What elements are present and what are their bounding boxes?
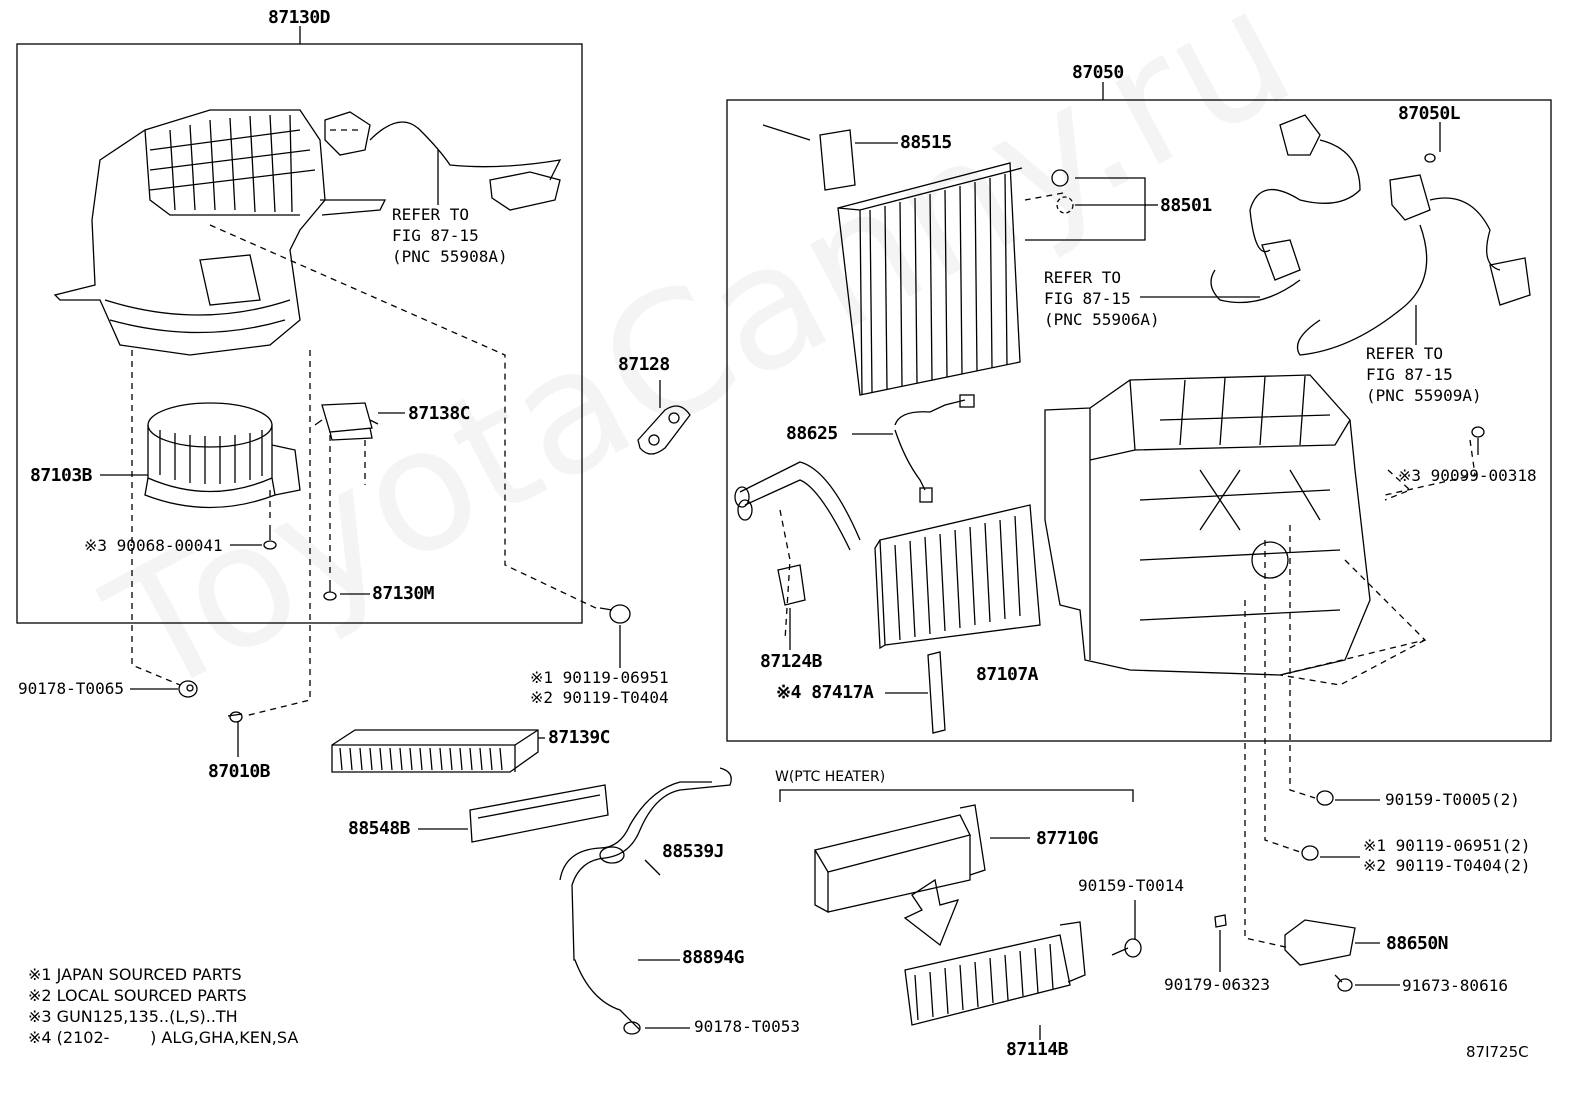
footnotes: ※1 JAPAN SOURCED PARTS ※2 LOCAL SOURCED …	[28, 964, 298, 1048]
label-90119-T0404: ※2 90119-T0404	[530, 688, 669, 707]
label-87130D: 87130D	[268, 7, 331, 28]
label-88894G: 88894G	[682, 947, 745, 968]
label-88650N: 88650N	[1386, 933, 1449, 954]
servo-motor-1-drawing	[324, 111, 562, 211]
figure-code: 87I725C	[1466, 1043, 1529, 1061]
label-90068-00041: ※3 90068-00041	[84, 536, 223, 555]
label-87103B: 87103B	[30, 465, 93, 486]
label-87114B: 87114B	[1006, 1039, 1069, 1060]
label-87128: 87128	[618, 354, 670, 375]
label-87107A: 87107A	[976, 664, 1039, 685]
right-fasteners	[1111, 790, 1400, 992]
footnote-2: ※2 LOCAL SOURCED PARTS	[28, 986, 247, 1005]
footnote-4: ※4 (2102- ) ALG,GHA,KEN,SA	[28, 1028, 299, 1047]
label-87130M: 87130M	[372, 583, 435, 604]
thermistor-drawing	[852, 394, 975, 503]
label-87417A: ※4 87417A	[776, 682, 874, 703]
servo-motors-2-3-drawing	[1140, 114, 1531, 356]
label-88539J: 88539J	[662, 841, 725, 862]
hvac-case-drawing	[1044, 374, 1371, 676]
seal-strip-drawing	[885, 651, 946, 734]
label-87050L: 87050L	[1398, 103, 1461, 124]
refer-fig-55908A[interactable]: REFER TO FIG 87-15 (PNC 55908A)	[392, 205, 508, 266]
air-filter-drawing	[331, 729, 545, 773]
label-90119-06951-2: ※1 90119-06951(2)	[1363, 836, 1531, 855]
footnote-1: ※1 JAPAN SOURCED PARTS	[28, 965, 242, 984]
blower-resistor-drawing	[314, 402, 379, 441]
label-88548B: 88548B	[348, 818, 411, 839]
right-assembly-frame	[726, 99, 1552, 742]
label-87010B: 87010B	[208, 761, 271, 782]
label-90179-06323: 90179-06323	[1164, 975, 1270, 994]
grommet-drawing	[637, 405, 691, 455]
footnote-3: ※3 GUN125,135..(L,S)..TH	[28, 1007, 238, 1026]
blower-motor-drawing	[144, 402, 301, 509]
evaporator-drawing	[837, 162, 1023, 396]
label-90159-T0014: 90159-T0014	[1078, 876, 1184, 895]
filter-cover-drawing	[418, 784, 609, 843]
o-rings-drawing	[1025, 169, 1158, 241]
label-90178-T0065: 90178-T0065	[18, 679, 124, 698]
ptc-arrow-drawing	[903, 878, 960, 947]
label-90159-T0005: 90159-T0005(2)	[1385, 790, 1520, 809]
label-87710G: 87710G	[1036, 828, 1099, 849]
label-88501: 88501	[1160, 195, 1212, 216]
refer-fig-55909A[interactable]: REFER TO FIG 87-15 (PNC 55909A)	[1366, 344, 1482, 405]
ptc-core-drawing	[904, 921, 1086, 1040]
label-88515: 88515	[900, 132, 952, 153]
heater-core-drawing	[734, 461, 1041, 650]
label-91673-80616: 91673-80616	[1402, 976, 1508, 995]
label-90178-T0053: 90178-T0053	[694, 1017, 800, 1036]
left-fasteners	[178, 525, 631, 723]
drain-hose-drawing	[559, 767, 732, 1035]
label-88625: 88625	[786, 423, 838, 444]
heading-ptc-heater: W(PTC HEATER)	[775, 769, 886, 785]
heater-clamp-drawing	[777, 564, 806, 650]
label-90099-00318: ※3 90099-00318	[1398, 466, 1537, 485]
label-90119-T0404-2: ※2 90119-T0404(2)	[1363, 856, 1531, 875]
expansion-valve-drawing	[762, 124, 898, 191]
label-87139C: 87139C	[548, 727, 611, 748]
blower-housing-drawing	[53, 109, 387, 356]
label-87124B: 87124B	[760, 651, 823, 672]
label-87050: 87050	[1072, 62, 1124, 83]
ptc-heater-drawing	[813, 804, 1030, 914]
label-90119-06951: ※1 90119-06951	[530, 668, 669, 687]
label-87138C: 87138C	[408, 403, 471, 424]
refer-fig-55906A[interactable]: REFER TO FIG 87-15 (PNC 55906A)	[1044, 268, 1160, 329]
